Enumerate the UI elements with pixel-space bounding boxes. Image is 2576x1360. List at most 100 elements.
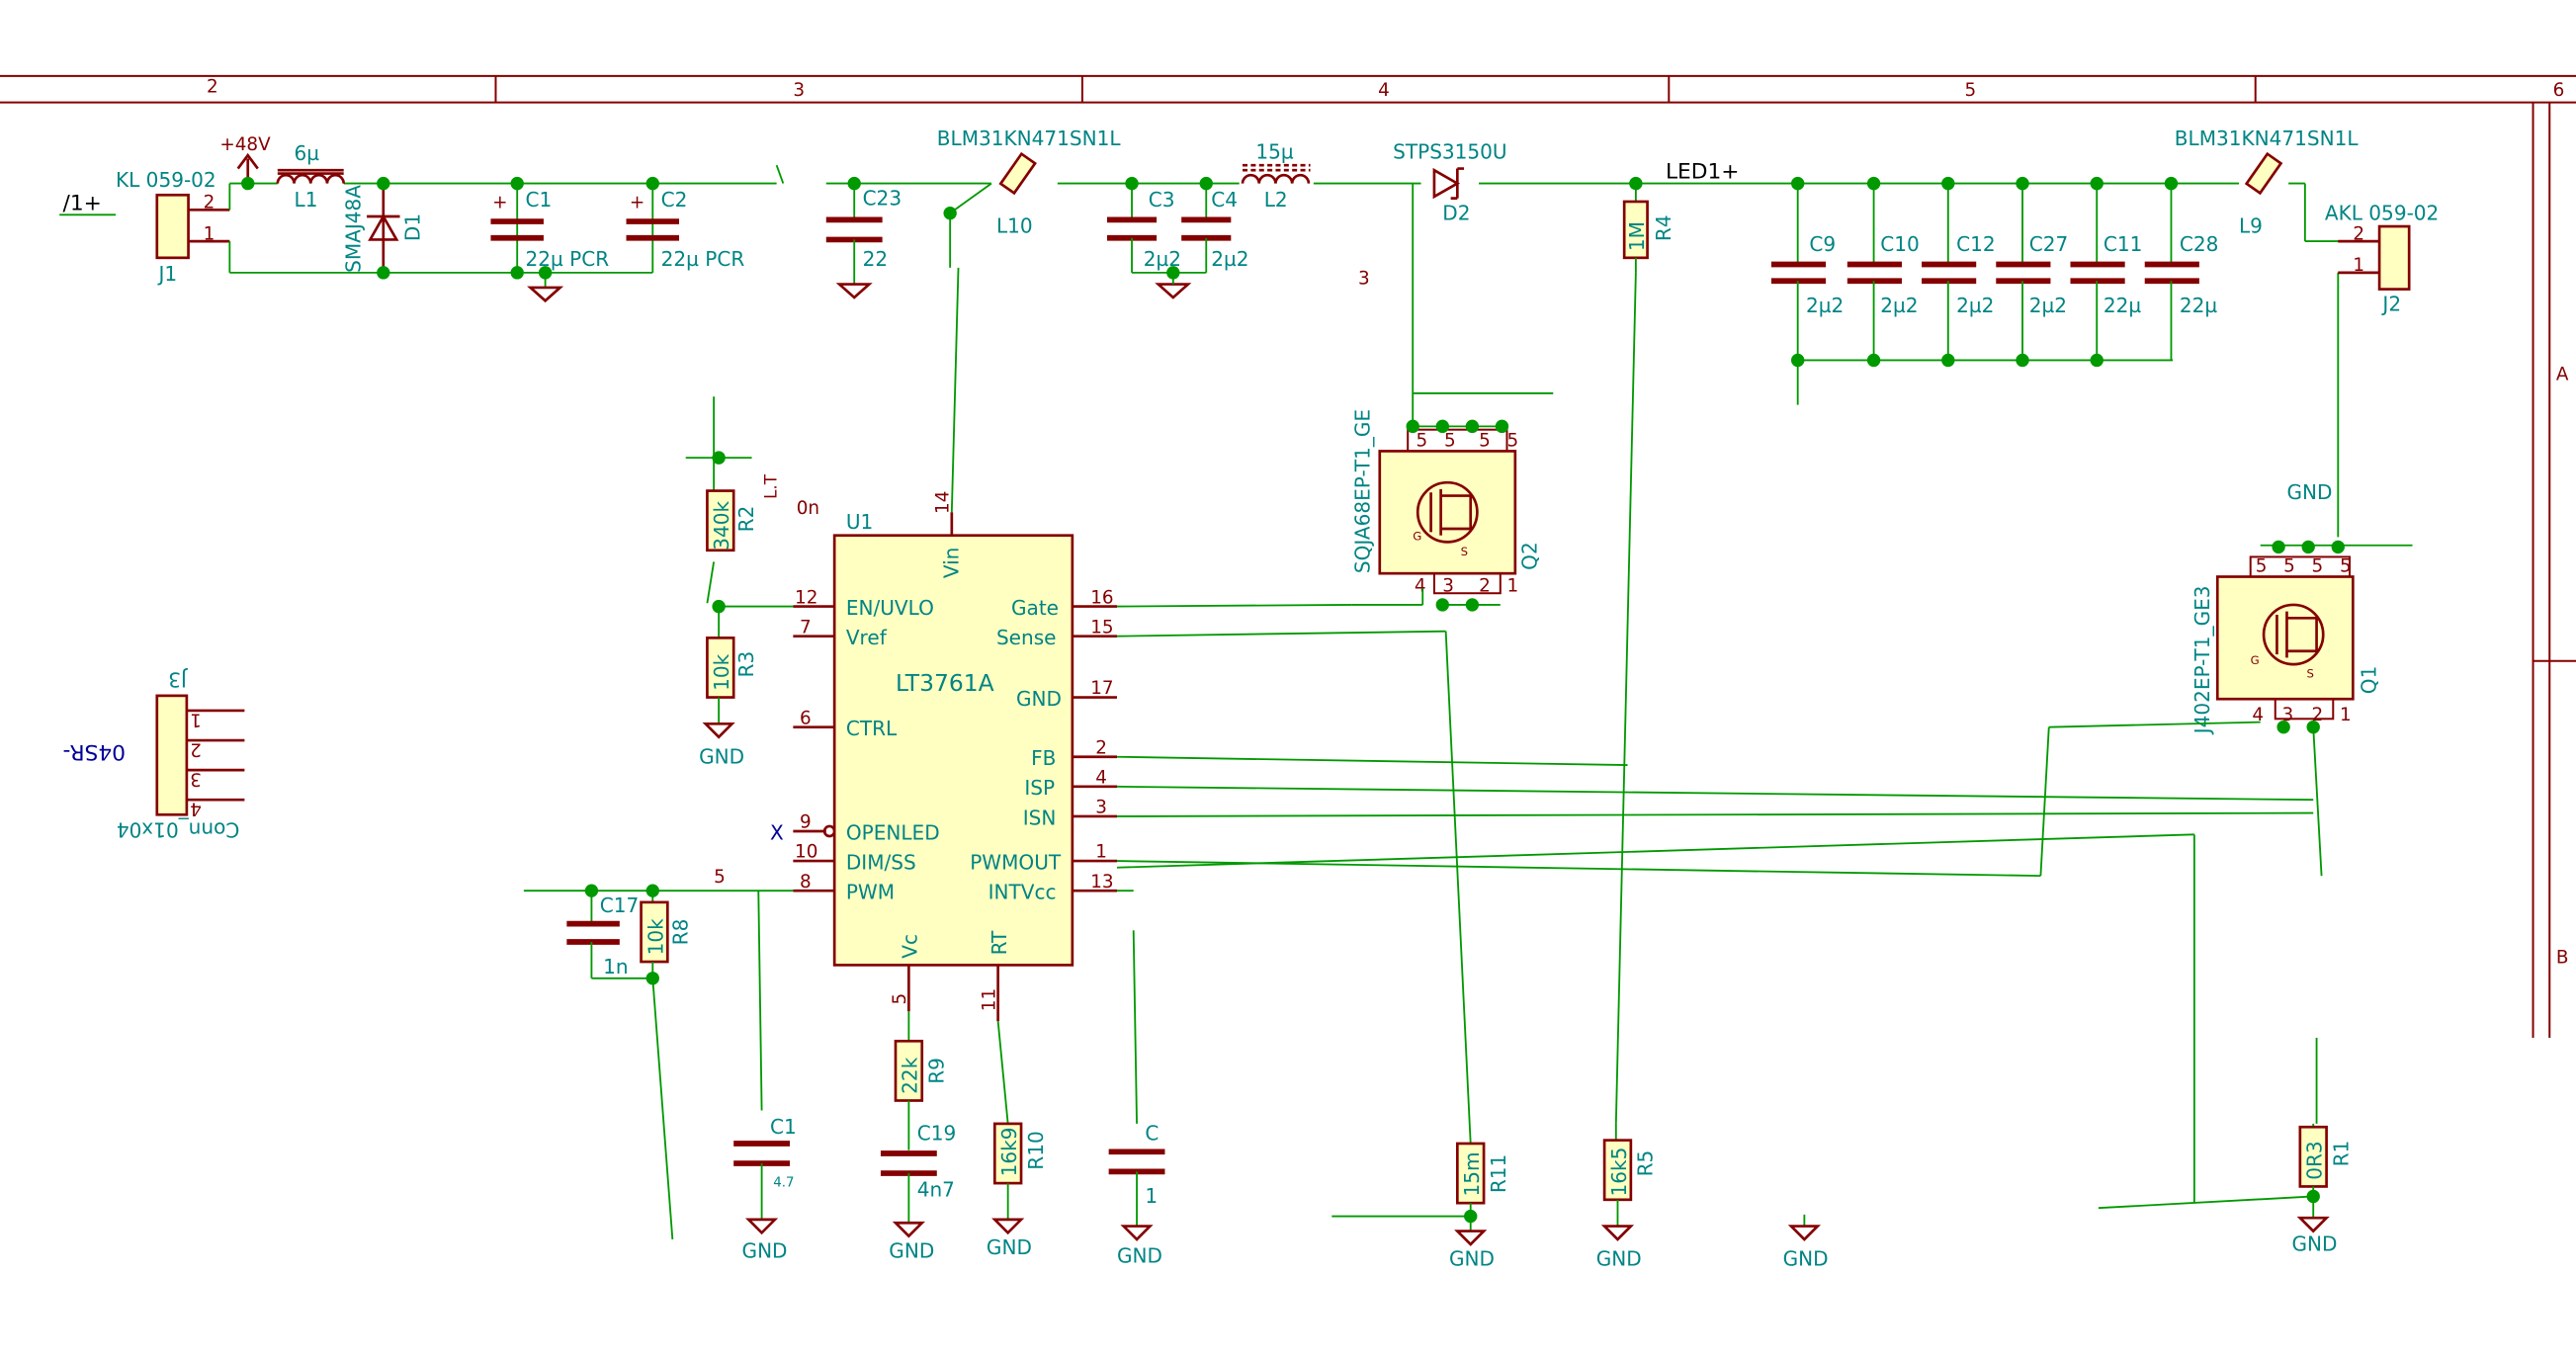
mosfet-q2[interactable]: 5 5 5 5 4 3 2 1 G S SQJA68EP-T1_GE Q2	[1351, 392, 1554, 597]
ferrite-l9[interactable]: BLM31KN471SN1L L9	[2175, 127, 2360, 238]
c9-ref: C9	[1809, 232, 1836, 256]
frame-column-3: 3	[793, 80, 805, 101]
u1-pin-4-num: 4	[1095, 767, 1107, 788]
capacitor-c3[interactable]: C3 2µ2	[1106, 183, 1181, 273]
r1-value: 0R3	[2303, 1141, 2327, 1179]
gnd-symbol-middle: GND	[1783, 1214, 1829, 1271]
capacitor-c17[interactable]: C17 1n	[566, 891, 653, 979]
u1-pin-17-num: 17	[1090, 678, 1113, 699]
capacitor-c11[interactable]: C11 22µ	[2070, 183, 2142, 361]
capacitor-c19[interactable]: GND C19 4n7	[880, 1122, 956, 1263]
resistor-r4[interactable]: 1M R4	[1622, 183, 1675, 273]
capacitor-c1[interactable]: + C1 22µ PCR	[490, 188, 609, 271]
j3-pin-4: 4	[190, 799, 202, 819]
r8-value: 10k	[644, 918, 667, 956]
inductor-l2[interactable]: 15µ L2	[1241, 140, 1311, 212]
vin-net-label: /1+	[63, 191, 102, 215]
j1-pin-1: 1	[204, 223, 215, 244]
r11-gnd-label: GND	[1449, 1247, 1495, 1271]
ic-u1[interactable]: U1 LT3761A 14 Vin 12 EN/UVLO 7 Vref 6 CT…	[793, 491, 1117, 1022]
c27-value: 2µ2	[2029, 294, 2067, 317]
capacitor-c2[interactable]: + C2 22µ PCR	[626, 188, 745, 271]
c23-value: 22	[863, 247, 889, 271]
inductor-l1[interactable]: 6µ L1	[276, 141, 346, 212]
capacitor-c23[interactable]: C23 22	[825, 183, 902, 299]
q2-ref: Q2	[1518, 542, 1542, 570]
q1-ref: Q1	[2358, 666, 2381, 695]
c10-ref: C10	[1880, 232, 1920, 256]
capacitor-c28[interactable]: C28 22µ	[2144, 183, 2219, 361]
j1-value: KL 059-02	[116, 168, 216, 192]
u1-pin-9-name: OPENLED	[846, 820, 940, 844]
connector-j1[interactable]: 2 1 KL 059-02 J1	[116, 168, 230, 286]
u1-pin-14-name: Vin	[940, 548, 964, 579]
mosfet-q1[interactable]: 5 5 5 5 4 3 2 1 G S J402EP-T1_GE3 Q1	[2190, 544, 2413, 736]
capacitor-c-intvcc[interactable]: GND C 1	[1108, 1122, 1165, 1268]
resistor-r3[interactable]: GND 10k R3	[699, 606, 758, 769]
j2-pin-1: 1	[2353, 255, 2364, 276]
c9-value: 2µ2	[1806, 294, 1844, 317]
resistor-r9[interactable]: 22k R9	[894, 1039, 948, 1150]
diode-d2[interactable]: STPS3150U D2	[1393, 140, 1506, 225]
r2-ref: R2	[734, 506, 758, 533]
capacitor-c4[interactable]: C4 2µ2	[1132, 183, 1249, 299]
r9-ref: R9	[924, 1058, 948, 1084]
r3-ref: R3	[734, 651, 758, 678]
capacitor-c10[interactable]: C10 2µ2	[1846, 183, 1920, 361]
d2-ref: D2	[1442, 201, 1470, 224]
frame-row-a: A	[2556, 365, 2569, 385]
j3-pin-1: 1	[190, 709, 202, 729]
u1-pin-8-name: PWM	[846, 881, 895, 904]
resistor-r11[interactable]: GND 15m R11	[1449, 1142, 1510, 1271]
resistor-r8[interactable]: 10k R8	[640, 891, 693, 978]
connector-j2[interactable]: 2 1 AKL 059-02 J2	[2325, 201, 2439, 315]
resistor-r10[interactable]: GND 16k9 R10	[987, 1122, 1048, 1259]
u1-pin-2-name: FB	[1031, 746, 1056, 770]
c4-value: 2µ2	[1211, 247, 1248, 271]
diode-d1[interactable]: SMAJ48A D1	[341, 183, 425, 273]
c4-ref: C4	[1211, 188, 1238, 212]
svg-text:3: 3	[2281, 705, 2293, 725]
connector-j3[interactable]: 1 2 3 4 J3 Conn_01x04 04SR-	[63, 667, 245, 842]
r11-ref: R11	[1487, 1154, 1510, 1193]
capacitor-c12[interactable]: C12 2µ2	[1922, 183, 1996, 361]
svg-text:+: +	[630, 193, 644, 213]
l9-value: BLM31KN471SN1L	[2175, 127, 2360, 150]
resistor-r5[interactable]: GND 16k5 R5	[1596, 1123, 1658, 1271]
u1-pin-3-num: 3	[1095, 798, 1107, 818]
u1-pin-16-num: 16	[1090, 587, 1113, 608]
u1-pin-14-num: 14	[932, 491, 953, 514]
resistor-r1[interactable]: GND 0R3 R1	[2291, 1123, 2353, 1256]
j3-pin-2: 2	[190, 738, 202, 759]
j2-ref: J2	[2380, 292, 2401, 315]
frag-x: X	[770, 820, 784, 844]
u1-pin-10-num: 10	[795, 842, 817, 863]
capacitor-c1-bottom[interactable]: GND C1 4.7	[733, 1115, 797, 1262]
capacitor-c9[interactable]: C9 2µ2	[1770, 183, 1844, 361]
u1-pin-16-name: Gate	[1011, 596, 1059, 620]
u1-pin-15-name: Sense	[996, 626, 1057, 649]
r5-gnd-label: GND	[1596, 1247, 1642, 1271]
capacitor-c27[interactable]: C27 2µ2	[1996, 183, 2068, 361]
j1-ref: J1	[156, 262, 177, 286]
u1-pin-17-name: GND	[1016, 687, 1062, 711]
r10-ref: R10	[1024, 1131, 1048, 1169]
r3-gnd-label: GND	[699, 744, 744, 768]
input-rail-wires	[228, 164, 2363, 538]
ferrite-l10[interactable]: BLM31KN471SN1L L10	[937, 127, 1122, 238]
gnd-label-middle: GND	[1783, 1247, 1829, 1271]
svg-text:1: 1	[2340, 705, 2352, 725]
svg-text:2: 2	[1479, 576, 1491, 597]
r1-gnd-label: GND	[2291, 1232, 2337, 1256]
u1-pin-3-name: ISN	[1023, 806, 1057, 829]
l1-value: 6µ	[295, 141, 320, 165]
frag-lt: L.T	[761, 473, 781, 499]
u1-value: LT3761A	[896, 669, 994, 697]
r10-gnd-label: GND	[987, 1235, 1032, 1259]
resistor-r2[interactable]: 340k R2	[706, 489, 758, 552]
j3-pin-3: 3	[190, 768, 202, 789]
u1-pin-7-num: 7	[800, 617, 812, 638]
u1-pin-15-num: 15	[1090, 617, 1113, 638]
svg-text:3: 3	[1442, 576, 1454, 597]
frag-5: 5	[714, 867, 726, 888]
